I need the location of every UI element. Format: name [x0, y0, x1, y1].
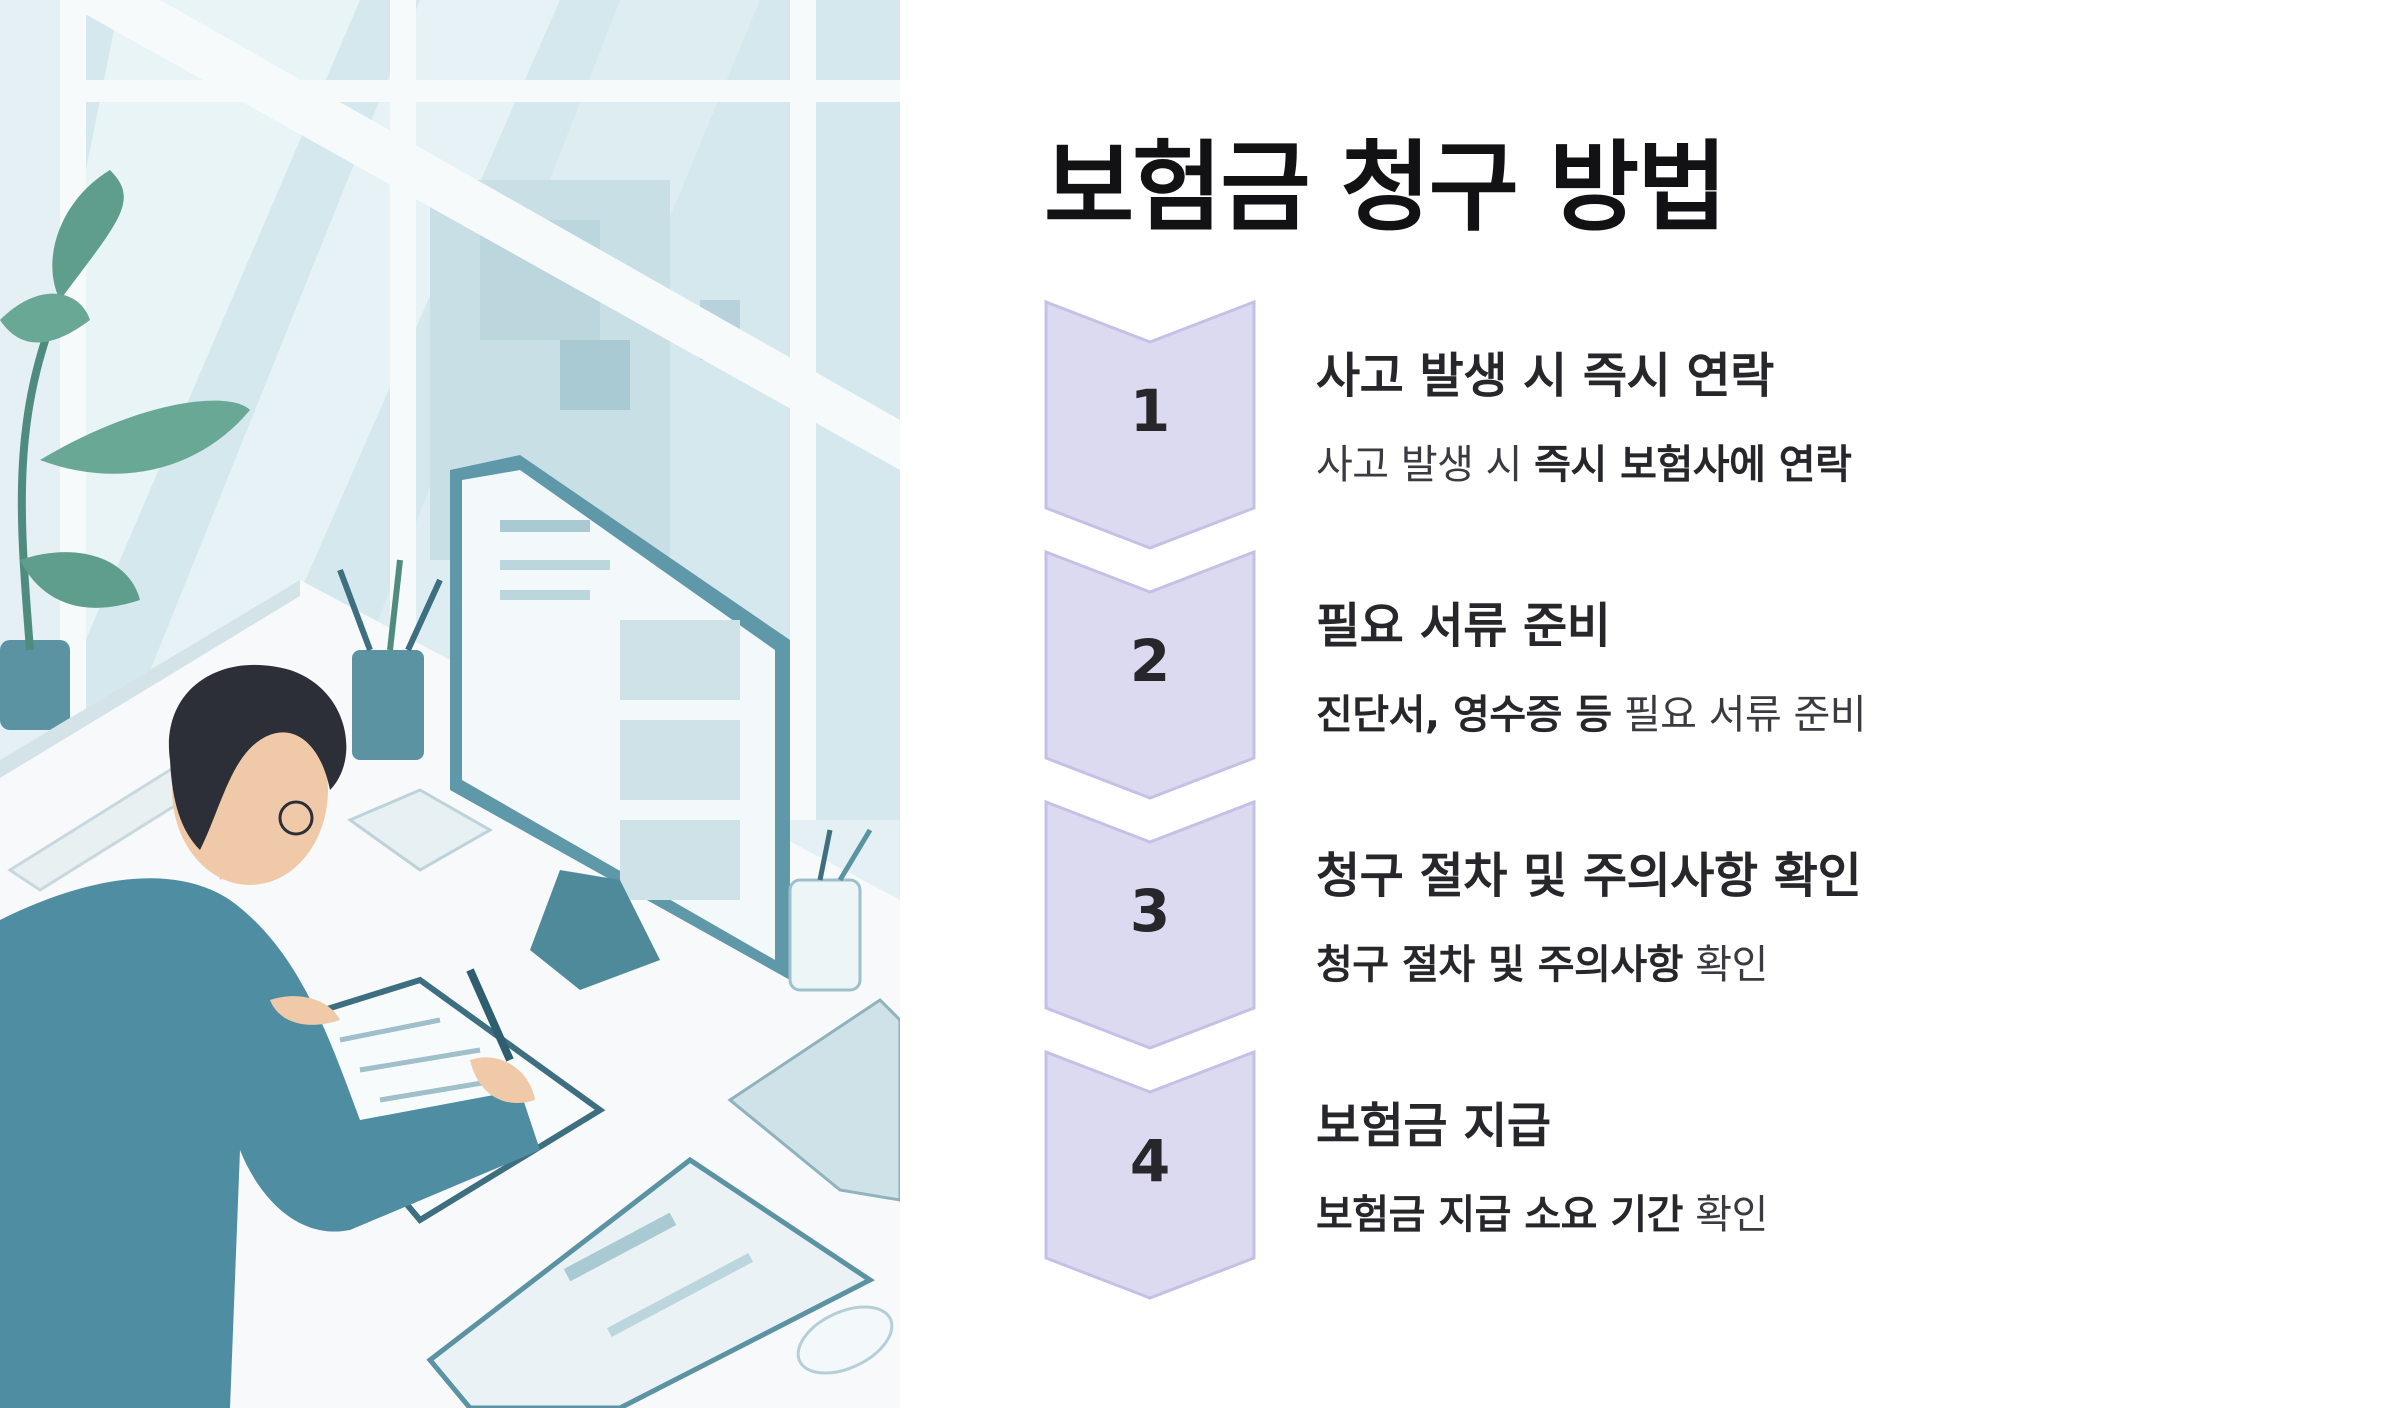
step-description-text: 필요 서류 준비 [1611, 692, 1867, 738]
step-number: 3 [1129, 877, 1171, 945]
step-heading: 사고 발생 시 즉시 연락 [1316, 348, 1774, 404]
step-description: 청구 절차 및 주의사항 확인 [1316, 932, 1768, 990]
step-number: 4 [1129, 1127, 1171, 1195]
step-heading: 청구 절차 및 주의사항 확인 [1316, 848, 1862, 904]
step-description: 사고 발생 시 즉시 보험사에 연락 [1316, 432, 1852, 490]
step-number: 1 [1129, 377, 1171, 445]
step-description-text: 사고 발생 시 [1316, 442, 1535, 488]
step-chevron-icon [1044, 800, 1256, 1050]
step-chevron-icon [1044, 1050, 1256, 1300]
step-description: 진단서, 영수증 등 필요 서류 준비 [1316, 682, 1867, 740]
step-2: 2 필요 서류 준비 진단서, 영수증 등 필요 서류 준비 [1044, 550, 2344, 800]
step-description-emphasis: 진단서, 영수증 등 [1316, 692, 1612, 738]
step-heading: 필요 서류 준비 [1316, 598, 1611, 654]
step-description-emphasis: 청구 절차 및 주의사항 [1316, 942, 1683, 988]
step-description-text: 확인 [1682, 942, 1768, 988]
content-panel: 보험금 청구 방법 1 사고 발생 시 즉시 연락 사고 발생 시 즉시 보험사… [1044, 0, 2364, 1408]
step-heading: 보험금 지급 [1316, 1098, 1551, 1154]
step-1: 1 사고 발생 시 즉시 연락 사고 발생 시 즉시 보험사에 연락 [1044, 300, 2344, 550]
step-number: 2 [1129, 627, 1171, 695]
page-title: 보험금 청구 방법 [1044, 131, 1727, 245]
step-chevron-icon [1044, 300, 1256, 550]
step-description-emphasis: 보험금 지급 소요 기간 [1316, 1192, 1683, 1238]
step-3: 3 청구 절차 및 주의사항 확인 청구 절차 및 주의사항 확인 [1044, 800, 2344, 1050]
office-illustration [0, 0, 900, 1408]
step-description-text: 확인 [1682, 1192, 1768, 1238]
step-chevron-icon [1044, 550, 1256, 800]
person-filling-insurance-form-illustration [0, 0, 900, 1408]
step-description-emphasis: 즉시 보험사에 연락 [1534, 442, 1852, 488]
step-4: 4 보험금 지급 보험금 지급 소요 기간 확인 [1044, 1050, 2344, 1300]
step-description: 보험금 지급 소요 기간 확인 [1316, 1182, 1768, 1240]
